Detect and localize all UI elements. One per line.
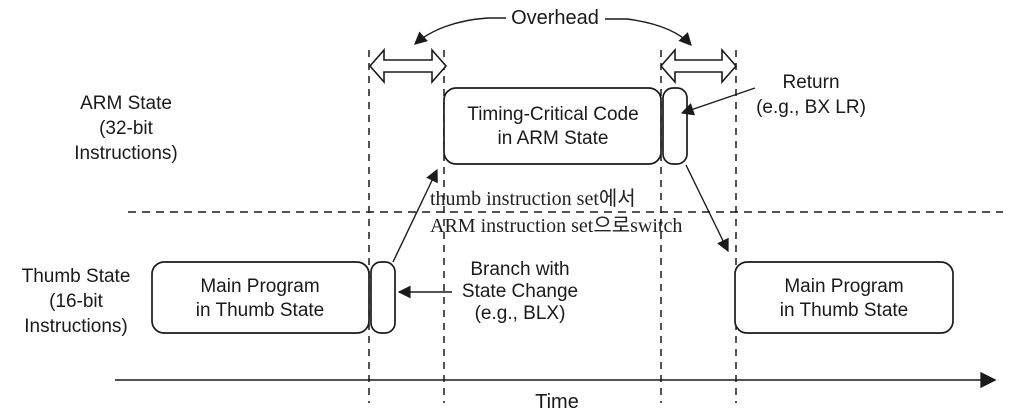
return-arrow: [685, 164, 729, 253]
state-switch-segment-arm-to-thumb: [662, 87, 688, 165]
main-program-box-left: [151, 261, 370, 334]
main-program-right-text-line2: in Thumb State: [780, 300, 909, 321]
state-switch-segment-thumb-to-arm: [370, 261, 396, 334]
thumb-state-label-line3: Instructions): [24, 316, 127, 337]
overhead-pointer-left: [414, 17, 506, 45]
arm-state-label-line3: Instructions): [74, 143, 177, 164]
main-program-box-right: [734, 261, 954, 334]
timing-critical-text-line2: in ARM State: [498, 128, 609, 149]
switch-note-line2: ARM instruction set으로switch: [430, 215, 682, 237]
overhead-span-arrow-right: [659, 47, 738, 85]
return-note-line1: Return: [782, 72, 839, 93]
return-note-pointer: [680, 87, 756, 116]
return-note-line2: (e.g., BX LR): [756, 97, 866, 118]
overhead-span-arrow-left: [368, 47, 448, 85]
timing-critical-text-line1: Timing-Critical Code: [467, 104, 638, 125]
switch-note-line1: thumb instruction set에서: [430, 187, 636, 210]
overhead-pointer-right: [605, 18, 692, 46]
timing-critical-box: [443, 87, 662, 165]
thumb-state-label-line2: (16-bit: [49, 291, 104, 312]
time-axis-label: Time: [535, 391, 579, 412]
branch-note-line3: (e.g., BLX): [475, 303, 566, 324]
arm-state-label-line2: (32-bit: [99, 118, 154, 139]
overhead-label: Overhead: [511, 7, 599, 29]
branch-state-change-arrow: [392, 168, 438, 263]
branch-note-line1: Branch with: [470, 259, 569, 280]
main-program-left-text-line2: in Thumb State: [196, 300, 325, 321]
arm-state-label-line1: ARM State: [80, 93, 172, 114]
main-program-right-text-line1: Main Program: [784, 276, 903, 297]
branch-note-line2: State Change: [462, 281, 578, 302]
main-program-left-text-line1: Main Program: [200, 276, 319, 297]
thumb-state-label-line1: Thumb State: [22, 266, 131, 287]
